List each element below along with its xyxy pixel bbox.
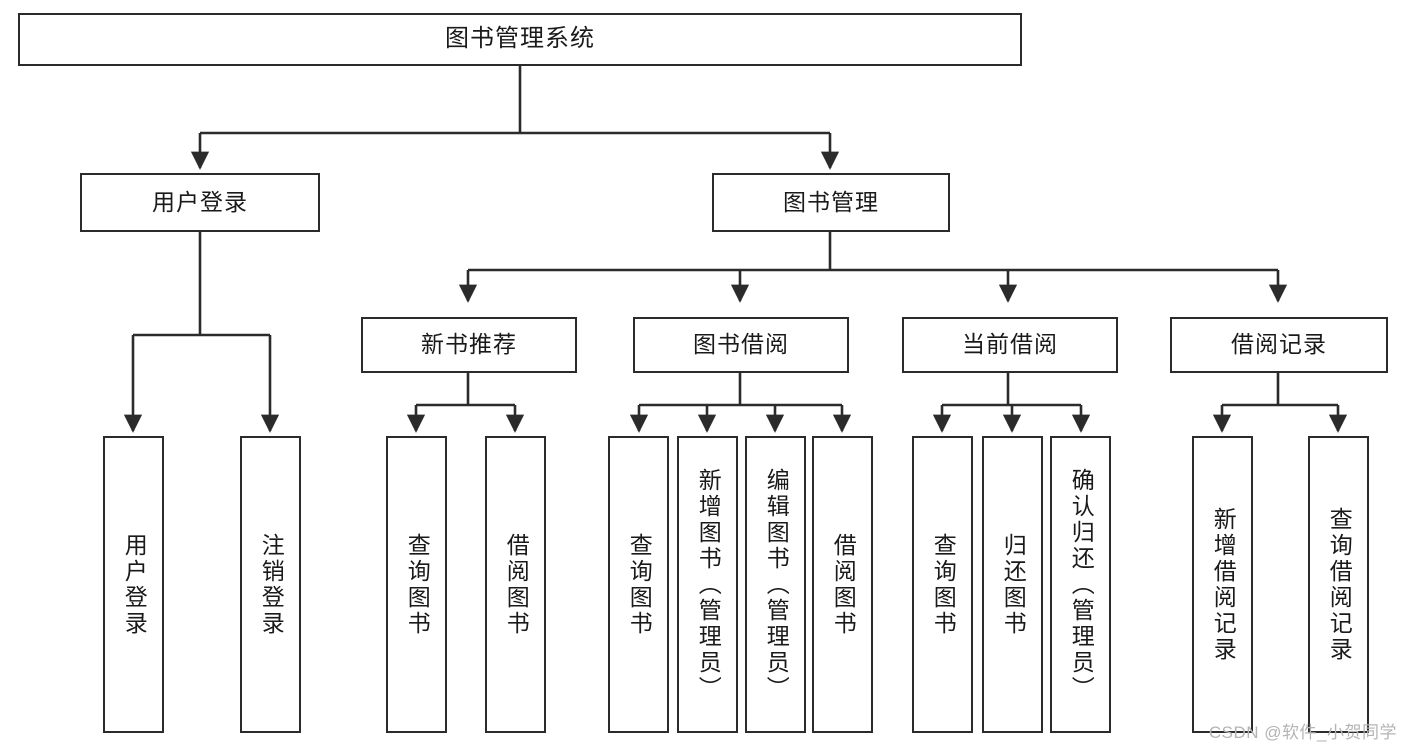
node-book-borrow[interactable]: 图书借阅 <box>633 317 849 373</box>
leaf-query-record-label: 查询借阅记录 <box>1326 506 1353 663</box>
node-current-borrow[interactable]: 当前借阅 <box>902 317 1118 373</box>
leaf-user-login[interactable]: 用户登录 <box>103 436 164 733</box>
node-book-borrow-label: 图书借阅 <box>693 331 789 358</box>
leaf-add-book[interactable]: 新增图书（管理员） <box>677 436 738 733</box>
node-borrow-record[interactable]: 借阅记录 <box>1170 317 1388 373</box>
leaf-query-book-2-label: 查询图书 <box>626 532 653 637</box>
node-root[interactable]: 图书管理系统 <box>18 13 1022 66</box>
node-current-borrow-label: 当前借阅 <box>962 331 1058 358</box>
leaf-add-record[interactable]: 新增借阅记录 <box>1192 436 1253 733</box>
leaf-logout[interactable]: 注销登录 <box>240 436 301 733</box>
leaf-borrow-book-1[interactable]: 借阅图书 <box>485 436 546 733</box>
leaf-confirm-return[interactable]: 确认归还（管理员） <box>1050 436 1111 733</box>
leaf-borrow-book-2[interactable]: 借阅图书 <box>812 436 873 733</box>
node-book-manage-label: 图书管理 <box>783 188 879 215</box>
csdn-watermark: CSDN @软件_小贺同学 <box>1208 723 1397 742</box>
leaf-add-record-label: 新增借阅记录 <box>1210 506 1237 663</box>
node-user-login[interactable]: 用户登录 <box>80 173 320 232</box>
node-new-book-recommend-label: 新书推荐 <box>421 331 517 358</box>
leaf-query-book-1[interactable]: 查询图书 <box>386 436 447 733</box>
leaf-add-book-label: 新增图书（管理员） <box>695 467 722 702</box>
node-user-login-label: 用户登录 <box>152 188 248 215</box>
leaf-return-book[interactable]: 归还图书 <box>982 436 1043 733</box>
leaf-return-book-label: 归还图书 <box>1000 532 1027 637</box>
leaf-query-record[interactable]: 查询借阅记录 <box>1308 436 1369 733</box>
node-new-book-recommend[interactable]: 新书推荐 <box>361 317 577 373</box>
node-root-label: 图书管理系统 <box>445 25 595 53</box>
leaf-borrow-book-1-label: 借阅图书 <box>503 532 530 637</box>
leaf-edit-book-label: 编辑图书（管理员） <box>763 467 790 702</box>
leaf-confirm-return-label: 确认归还（管理员） <box>1068 467 1095 702</box>
leaf-query-book-3-label: 查询图书 <box>930 532 957 637</box>
leaf-query-book-1-label: 查询图书 <box>404 532 431 637</box>
leaf-query-book-2[interactable]: 查询图书 <box>608 436 669 733</box>
leaf-query-book-3[interactable]: 查询图书 <box>912 436 973 733</box>
leaf-logout-label: 注销登录 <box>258 532 285 637</box>
leaf-user-login-label: 用户登录 <box>121 532 148 637</box>
leaf-edit-book[interactable]: 编辑图书（管理员） <box>745 436 806 733</box>
node-book-manage[interactable]: 图书管理 <box>712 173 950 232</box>
leaf-borrow-book-2-label: 借阅图书 <box>830 532 857 637</box>
node-borrow-record-label: 借阅记录 <box>1231 331 1327 358</box>
